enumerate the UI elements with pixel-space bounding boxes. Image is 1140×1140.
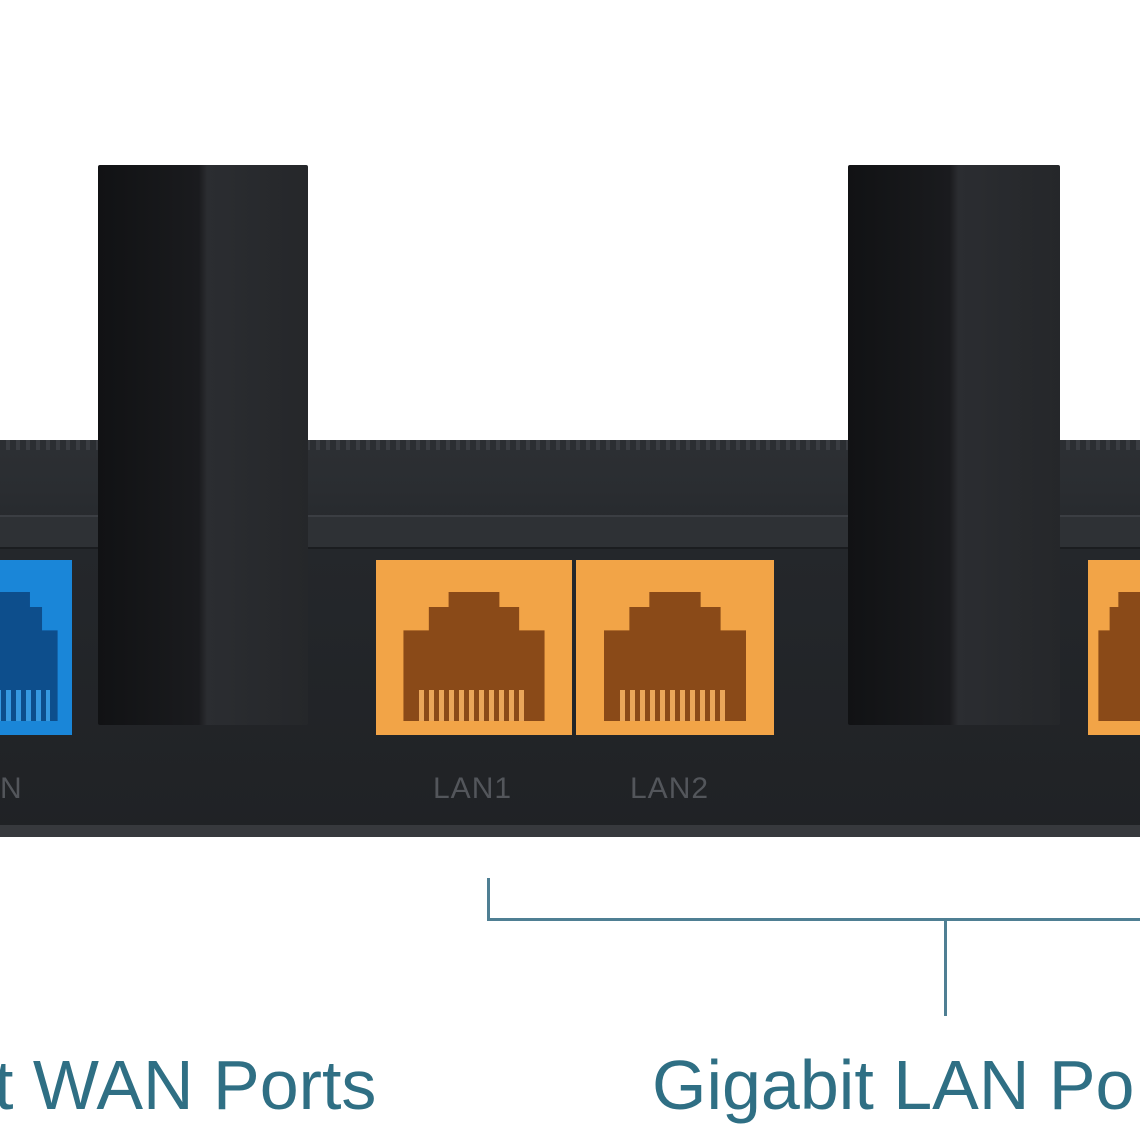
lan-ports-caption: Gigabit LAN Po bbox=[652, 1046, 1135, 1124]
lan3-port bbox=[1088, 560, 1140, 735]
antenna-right bbox=[848, 165, 1060, 725]
wan-port-label: N bbox=[0, 772, 23, 805]
lan-callout-bracket bbox=[487, 918, 1140, 921]
lan-callout-stem bbox=[944, 918, 947, 1016]
lan2-port bbox=[576, 560, 774, 735]
antenna-left bbox=[98, 165, 308, 725]
wan-ports-caption: t WAN Ports bbox=[0, 1046, 377, 1124]
lan2-label: LAN2 bbox=[630, 772, 710, 805]
lan1-label: LAN1 bbox=[433, 772, 513, 805]
wan-port bbox=[0, 560, 72, 735]
lan1-port bbox=[376, 560, 572, 735]
lan-callout-left-tick bbox=[487, 878, 490, 920]
router-bottom-edge bbox=[0, 825, 1140, 837]
